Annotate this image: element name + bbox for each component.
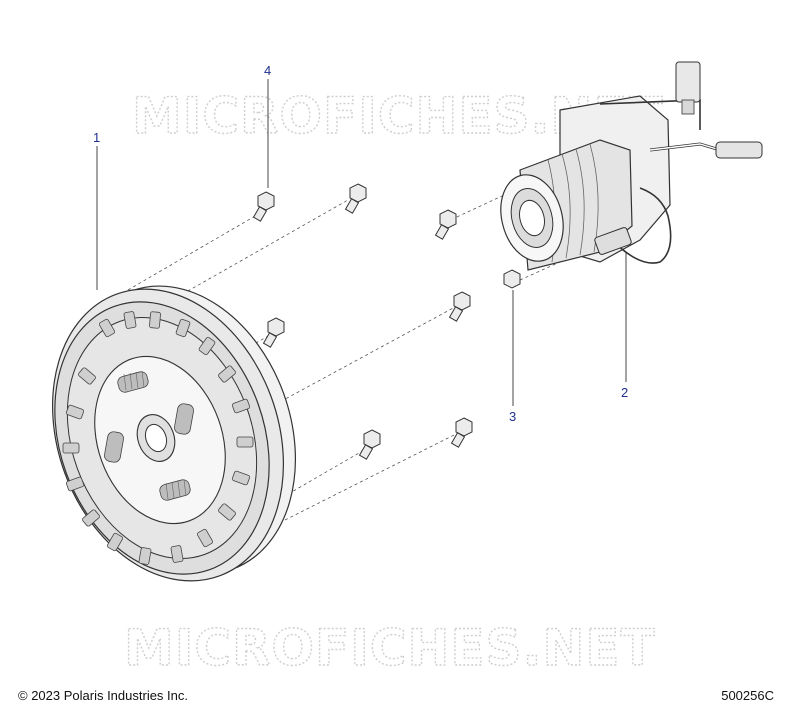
callout-3: 3 [509,409,517,424]
callout-2: 2 [621,385,629,400]
bolt-icons [252,183,521,460]
slave-cylinder-icon [500,61,763,271]
watermark-bottom: MICROFICHES.NET [124,619,656,677]
copyright-text: © 2023 Polaris Industries Inc. [18,688,188,703]
callout-4: 4 [264,63,272,78]
callout-1: 1 [93,130,101,145]
diagram-number: 500256C [721,688,774,703]
clutch-disc-icon [52,285,297,582]
leader-lines [96,79,627,406]
